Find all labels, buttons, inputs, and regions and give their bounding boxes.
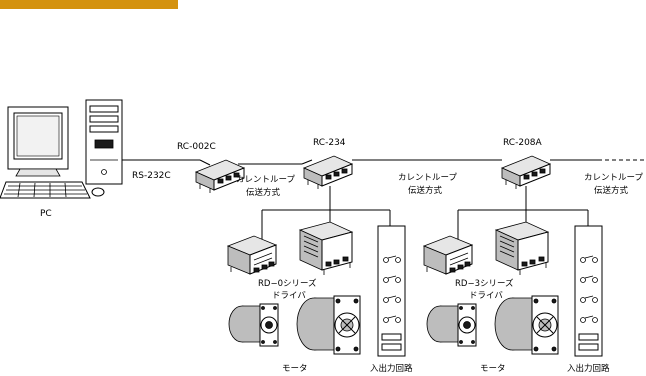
current-loop-label-1: カレントループ xyxy=(236,175,295,185)
rc-002c-label: RC-002C xyxy=(177,142,216,152)
current-loop-label-3: カレントループ xyxy=(584,173,643,183)
connection-lines xyxy=(122,159,646,240)
io-panel-1 xyxy=(377,225,406,357)
current-loop-label-2: カレントループ xyxy=(398,173,457,183)
rc-208a-unit xyxy=(501,155,551,190)
motor-label-2: モータ xyxy=(480,364,506,374)
transmission-method-label-2: 伝送方式 xyxy=(408,185,443,196)
rd-3-driver-label: ドライバ xyxy=(469,291,503,301)
motor-label-1: モータ xyxy=(282,364,308,374)
pc-computer-icon xyxy=(0,99,123,199)
io-panel-2 xyxy=(574,225,603,357)
motor-small-2 xyxy=(426,303,477,347)
rs232c-label: RS-232C xyxy=(132,171,171,181)
rd-3-driver-large xyxy=(495,221,549,276)
pc-label: PC xyxy=(40,209,52,219)
rd-0-series-label: RD−0シリーズ xyxy=(258,278,317,289)
rd-3-driver-small xyxy=(423,235,473,275)
rd-0-driver-large xyxy=(299,221,353,276)
transmission-method-label-1: 伝送方式 xyxy=(246,187,281,198)
io-circuit-label-1: 入出力回路 xyxy=(370,363,413,374)
rc-234-unit xyxy=(303,155,353,190)
motor-large-2 xyxy=(494,295,559,355)
rc-208a-label: RC-208A xyxy=(503,138,543,148)
rc-234-label: RC-234 xyxy=(313,138,346,148)
motor-small-1 xyxy=(228,303,279,347)
io-circuit-label-2: 入出力回路 xyxy=(567,363,610,374)
rd-0-driver-label: ドライバ xyxy=(272,291,306,301)
motor-large-1 xyxy=(296,295,361,355)
header-accent-bar xyxy=(0,0,178,9)
rd-3-series-label: RD−3シリーズ xyxy=(455,278,514,289)
rd-0-driver-small xyxy=(227,235,277,275)
transmission-method-label-3: 伝送方式 xyxy=(594,185,629,196)
